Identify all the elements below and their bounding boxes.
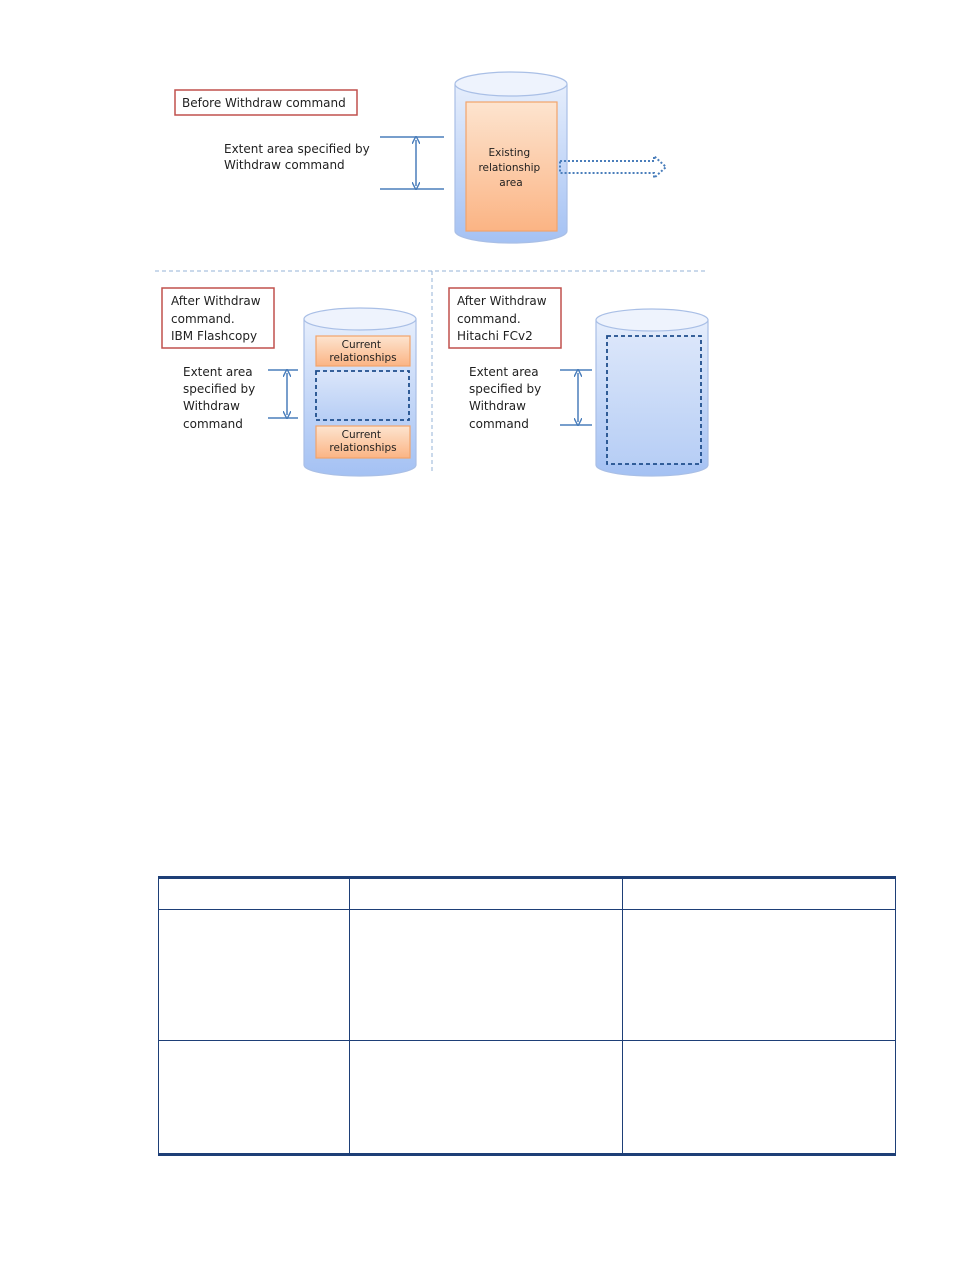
table-cell	[349, 1040, 623, 1156]
ibm-bottom-box-label: Current relationships	[329, 429, 396, 454]
before-extent-label: Extent area specified by Withdraw comman…	[224, 142, 374, 172]
ibm-current-relationships-top	[315, 335, 411, 367]
table-header-row	[158, 876, 896, 910]
hitachi-title: After Withdraw command. Hitachi FCv2	[457, 294, 550, 343]
ibm-top-box-label: Current relationships	[329, 339, 396, 364]
ibm-title: After Withdraw command. IBM Flashcopy	[171, 294, 264, 343]
ibm-extent-label: Extent area specified by Withdraw comman…	[183, 365, 259, 431]
table-cell	[622, 1040, 896, 1156]
table-row	[158, 909, 896, 1041]
hitachi-withdrawn-extent	[606, 335, 702, 465]
hitachi-extent-label: Extent area specified by Withdraw comman…	[469, 365, 545, 431]
table-cell	[349, 876, 623, 910]
before-title-box	[174, 89, 358, 116]
ibm-title-box	[161, 287, 275, 349]
before-section: Before Withdraw command Extent area spec…	[174, 71, 668, 244]
withdraw-diagram: Before Withdraw command Extent area spec…	[155, 71, 709, 477]
ibm-withdrawn-extent	[315, 370, 410, 421]
reference-table	[158, 876, 896, 1156]
table-row	[158, 1040, 896, 1156]
hitachi-section: After Withdraw command. Hitachi FCv2 Ext…	[448, 287, 709, 477]
existing-relationship-label: Existing relationship area	[478, 147, 543, 189]
table-cell	[158, 909, 350, 1041]
existing-relationship-area	[465, 101, 558, 232]
table-cell	[158, 876, 350, 910]
table-cell	[158, 1040, 350, 1156]
table-cell	[622, 909, 896, 1041]
hitachi-title-box	[448, 287, 562, 349]
withdraw-outward-arrow	[559, 153, 668, 181]
before-title: Before Withdraw command	[182, 96, 346, 110]
ibm-current-relationships-bottom	[315, 425, 411, 459]
table-cell	[622, 876, 896, 910]
table-cell	[349, 909, 623, 1041]
ibm-section: After Withdraw command. IBM Flashcopy Ex…	[161, 287, 417, 477]
